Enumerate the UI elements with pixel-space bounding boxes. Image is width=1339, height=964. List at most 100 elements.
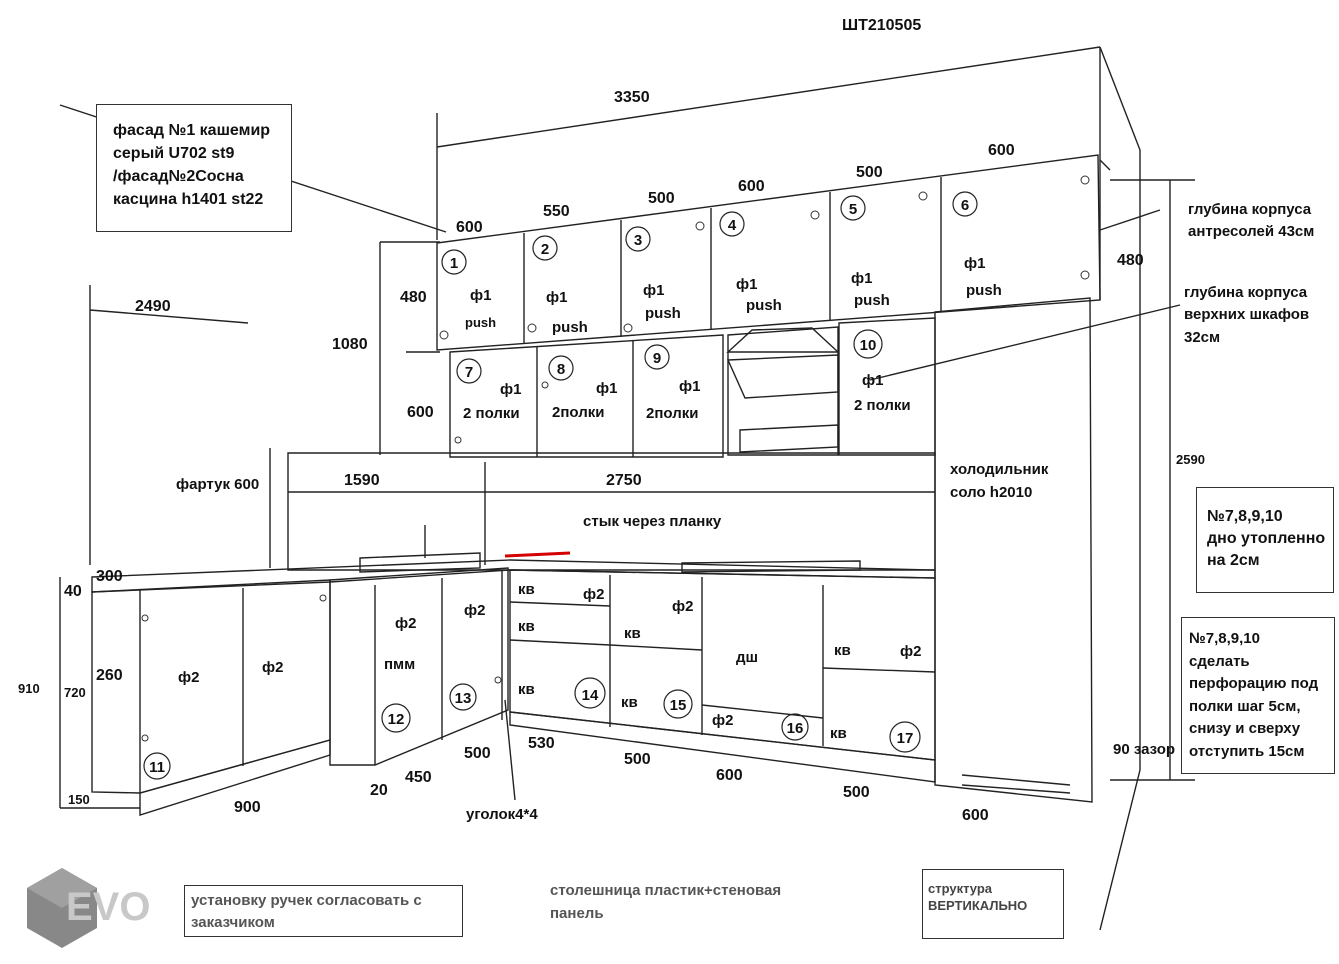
mark-kv: кв	[621, 694, 638, 711]
facade-note-line: касцина h1401 st22	[113, 191, 264, 208]
mark-f2: ф2	[464, 602, 485, 619]
cabinet-number: 7	[465, 364, 473, 381]
dim-b900: 900	[234, 799, 261, 816]
cabinet-number: 6	[961, 197, 969, 214]
mark-push: push	[746, 297, 782, 314]
dim-b40: 40	[64, 583, 82, 600]
mark-kv: кв	[518, 681, 535, 698]
mark-f1: ф1	[851, 270, 872, 287]
note-line: полки шаг 5см,	[1189, 697, 1301, 715]
cabinet-number: 3	[634, 232, 642, 249]
mark-kv: кв	[624, 625, 641, 642]
countertop-note: столешница пластик+стеновая	[550, 882, 781, 899]
logo: EVO	[27, 868, 150, 948]
mark-f2: ф2	[672, 598, 693, 615]
dim-b150: 150	[68, 792, 90, 807]
cabinet-number: 2	[541, 241, 549, 258]
note-line: №7,8,9,10	[1189, 630, 1260, 647]
mark-push: push	[465, 315, 496, 330]
annotation-apron: фартук 600	[176, 476, 259, 493]
dim-b500c: 500	[843, 784, 870, 801]
dim-b450: 450	[405, 769, 432, 786]
dim-total-top: 3350	[614, 89, 650, 106]
note-line: ВЕРТИКАЛЬНО	[928, 898, 1028, 913]
dim-h480-right: 480	[1117, 252, 1144, 269]
annotation-upper-depth: верхних шкафов	[1184, 306, 1309, 323]
cabinet-number: 13	[455, 690, 472, 707]
mark-f2: ф2	[395, 615, 416, 632]
cabinet-number: 14	[582, 687, 599, 704]
mark-f1: ф1	[643, 282, 664, 299]
dim-m6: 600	[988, 142, 1015, 159]
cabinet-number: 12	[388, 711, 405, 728]
mark-f1: ф1	[596, 380, 617, 397]
mark-shelves: 2полки	[552, 404, 604, 421]
mark-shelves: 2полки	[646, 405, 698, 422]
structure-note: структура ВЕРТИКАЛЬНО	[922, 869, 1064, 939]
mark-push: push	[966, 282, 1002, 299]
facade-note-line: /фасад№2Сосна	[113, 168, 244, 185]
dim-m4: 600	[738, 178, 765, 195]
dim-b600: 600	[716, 767, 743, 784]
mark-shelves: 2 полки	[463, 405, 520, 422]
cabinet-number: 8	[557, 361, 565, 378]
note-line: установку ручек согласовать с	[191, 892, 422, 909]
mark-push: push	[645, 305, 681, 322]
dim-b530: 530	[528, 735, 555, 752]
mark-kv: кв	[518, 581, 535, 598]
annotation-gap: 90 зазор	[1113, 741, 1175, 758]
note-line: структура	[928, 881, 993, 896]
mark-push: push	[854, 292, 890, 309]
mark-f1: ф1	[500, 381, 521, 398]
dim-m2: 550	[543, 203, 570, 220]
mark-kv: кв	[834, 642, 851, 659]
logo-text: EVO	[66, 885, 150, 929]
mark-dsh: дш	[736, 649, 758, 666]
dim-m3: 500	[648, 190, 675, 207]
note-line: на 2см	[1207, 552, 1260, 569]
dim-h600: 600	[407, 404, 434, 421]
annotation-upper-depth: глубина корпуса	[1184, 284, 1308, 301]
mark-f1: ф1	[862, 372, 883, 389]
cabinet-number: 15	[670, 697, 687, 714]
mark-kv: кв	[830, 725, 847, 742]
dim-h1080: 1080	[332, 336, 368, 353]
annotation-upper-depth: 32см	[1184, 329, 1220, 346]
dim-b910: 910	[18, 681, 40, 696]
mark-f2: ф2	[712, 712, 733, 729]
cabinet-number: 1	[450, 255, 458, 272]
mark-f1: ф1	[964, 255, 985, 272]
cabinet-number: 17	[897, 730, 914, 747]
facade-note-line: серый U702 st9	[113, 145, 235, 162]
dim-w2750: 2750	[606, 472, 642, 489]
cabinet-number: 11	[149, 759, 165, 776]
dim-left-run: 2490	[135, 298, 171, 315]
note-line: дно утопленно	[1207, 530, 1326, 547]
mark-pmm: пмм	[384, 656, 415, 673]
note-line: снизу и сверху	[1189, 720, 1301, 737]
annotation-corner: уголок4*4	[466, 806, 538, 823]
note-line: перфорацию под	[1189, 675, 1319, 692]
perforation-note: №7,8,9,10 сделать перфорацию под полки ш…	[1181, 617, 1335, 774]
cabinet-number: 4	[728, 217, 737, 234]
cabinet-number: 16	[787, 720, 804, 737]
annotation-joint: стык через планку	[583, 513, 722, 530]
dim-w1590: 1590	[344, 472, 380, 489]
bottom-sunk-note: №7,8,9,10 дно утопленно на 2см	[1196, 487, 1334, 593]
cabinet-number: 5	[849, 201, 857, 218]
header-code: ШТ210505	[842, 17, 921, 34]
mark-f2: ф2	[262, 659, 283, 676]
annotation-mezz-depth: антресолей 43см	[1188, 223, 1314, 240]
dim-m1: 600	[456, 219, 483, 236]
mark-f2: ф2	[900, 643, 921, 660]
dim-h480: 480	[400, 289, 427, 306]
annotation-fridge: холодильник	[950, 461, 1049, 478]
note-line: заказчиком	[191, 914, 275, 931]
dim-b720: 720	[64, 685, 86, 700]
annotation-fridge: соло h2010	[950, 484, 1032, 501]
facade-note-line: фасад №1 кашемир	[113, 122, 271, 139]
annotation-mezz-depth: глубина корпуса	[1188, 201, 1312, 218]
countertop-note: панель	[550, 905, 604, 922]
dim-b500a: 500	[464, 745, 491, 762]
cabinet-number: 10	[860, 337, 877, 354]
